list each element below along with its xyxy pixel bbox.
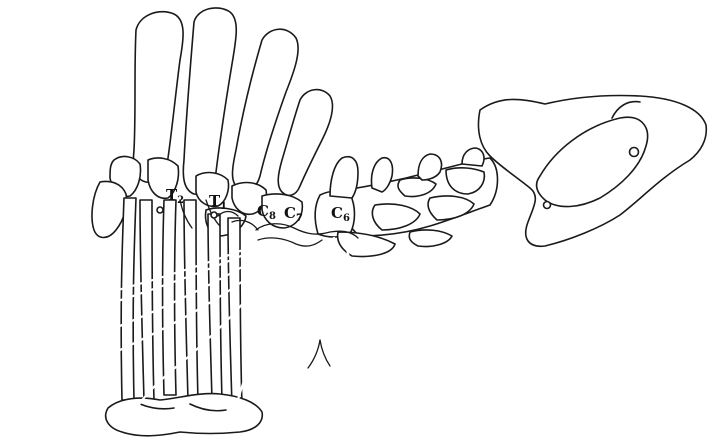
label-c6: C6 <box>331 206 350 224</box>
label-t1: T1 <box>209 194 227 212</box>
label-c7: C7 <box>284 206 303 224</box>
skull <box>478 95 706 246</box>
label-c8: C8 <box>257 204 276 222</box>
label-t2: T2 <box>166 188 184 206</box>
